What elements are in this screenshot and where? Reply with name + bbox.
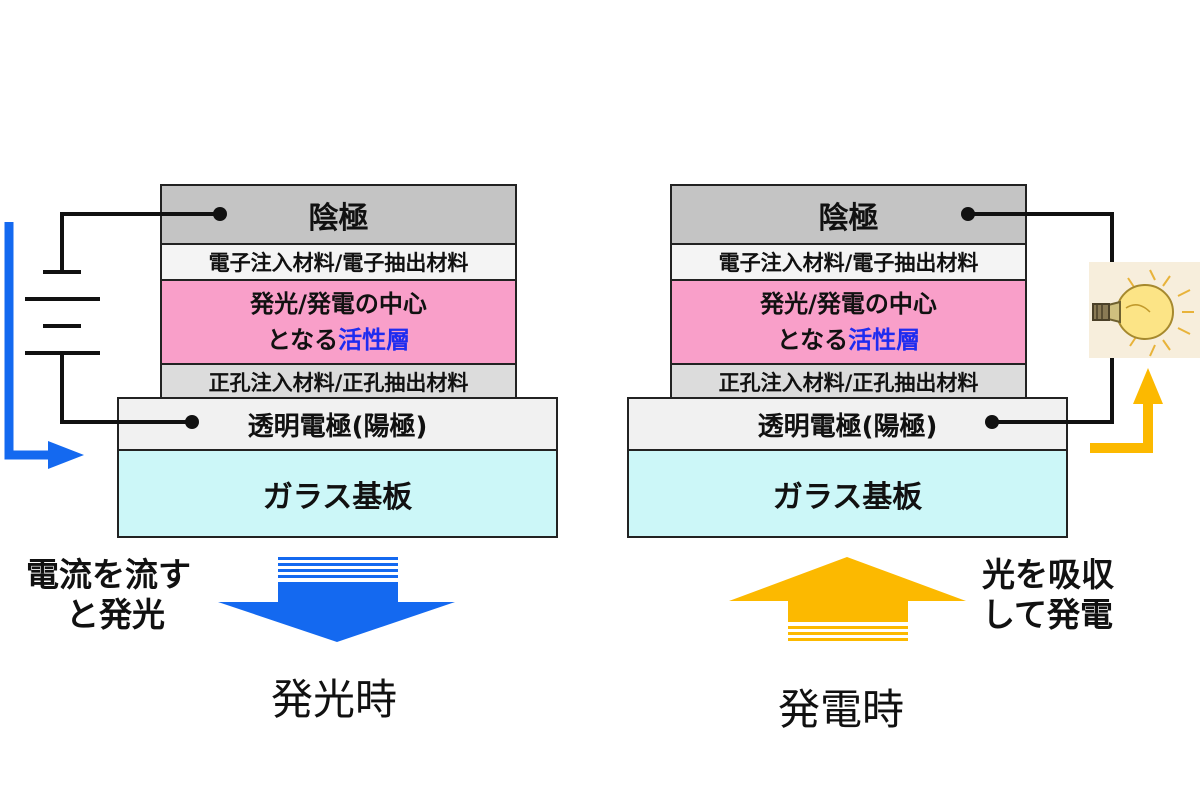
hole-layer: 正孔注入材料/正孔抽出材料 [160, 363, 517, 400]
active-layer-highlight: 活性層 [338, 326, 411, 354]
hole-layer-label: 正孔注入材料/正孔抽出材料 [208, 370, 469, 395]
glass-substrate: ガラス基板 [627, 449, 1068, 538]
left-side-caption-line2: と発光 [66, 595, 165, 634]
right-circuit-wire [968, 212, 1114, 424]
active-layer-prefix: となる [266, 326, 339, 354]
electron-layer-label: 電子注入材料/電子抽出材料 [208, 251, 469, 275]
anode-layer: 透明電極(陽極) [117, 397, 558, 451]
active-layer-line1: 発光/発電の中心 [760, 290, 937, 318]
anode-label: 透明電極(陽極) [247, 411, 428, 442]
generated-current-arrow [1090, 368, 1163, 453]
generation-device: 陰極 電子注入材料/電子抽出材料 発光/発電の中心 となる活性層 正孔注入材料/… [510, 0, 1110, 800]
right-side-caption: 光を吸収 して発電 [982, 555, 1114, 635]
electron-layer-label: 電子注入材料/電子抽出材料 [718, 251, 979, 275]
anode-label: 透明電極(陽極) [757, 411, 938, 442]
active-layer-line2: となる活性層 [777, 322, 920, 358]
glass-label: ガラス基板 [262, 479, 413, 515]
right-side-caption-line1: 光を吸収 [982, 555, 1114, 594]
hole-layer-label: 正孔注入材料/正孔抽出材料 [718, 370, 979, 395]
emission-arrow [218, 557, 455, 642]
current-flow-arrow [4, 222, 84, 469]
glass-substrate: ガラス基板 [117, 449, 558, 538]
anode-contact-dot [185, 415, 199, 429]
active-layer-line1: 発光/発電の中心 [250, 290, 427, 318]
emission-mode-label: 発光時 [271, 675, 398, 724]
anode-layer: 透明電極(陽極) [627, 397, 1068, 451]
active-layer-prefix: となる [776, 326, 849, 354]
left-side-caption: 電流を流す と発光 [26, 555, 191, 635]
anode-contact-dot [985, 415, 999, 429]
active-layer: 発光/発電の中心 となる活性層 [670, 279, 1027, 365]
left-side-caption-line1: 電流を流す [26, 555, 191, 594]
light-bulb-icon [1092, 269, 1194, 357]
cathode-contact-dot [961, 207, 975, 221]
emission-device: 陰極 電子注入材料/電子抽出材料 発光/発電の中心 となる活性層 正孔注入材料/… [117, 184, 558, 538]
cathode-label: 陰極 [308, 200, 369, 236]
cathode-contact-dot [213, 207, 227, 221]
generation-mode-label: 発電時 [778, 685, 905, 734]
battery-icon [25, 270, 100, 355]
right-side-caption-line2: して発電 [982, 595, 1114, 634]
active-layer-line2: となる活性層 [267, 322, 410, 358]
absorption-arrow [729, 557, 966, 641]
hole-layer: 正孔注入材料/正孔抽出材料 [670, 363, 1027, 400]
glass-label: ガラス基板 [772, 479, 923, 515]
left-circuit-wire [60, 212, 220, 424]
cathode-label: 陰極 [818, 200, 879, 236]
active-layer: 発光/発電の中心 となる活性層 [160, 279, 517, 365]
active-layer-highlight: 活性層 [848, 326, 921, 354]
